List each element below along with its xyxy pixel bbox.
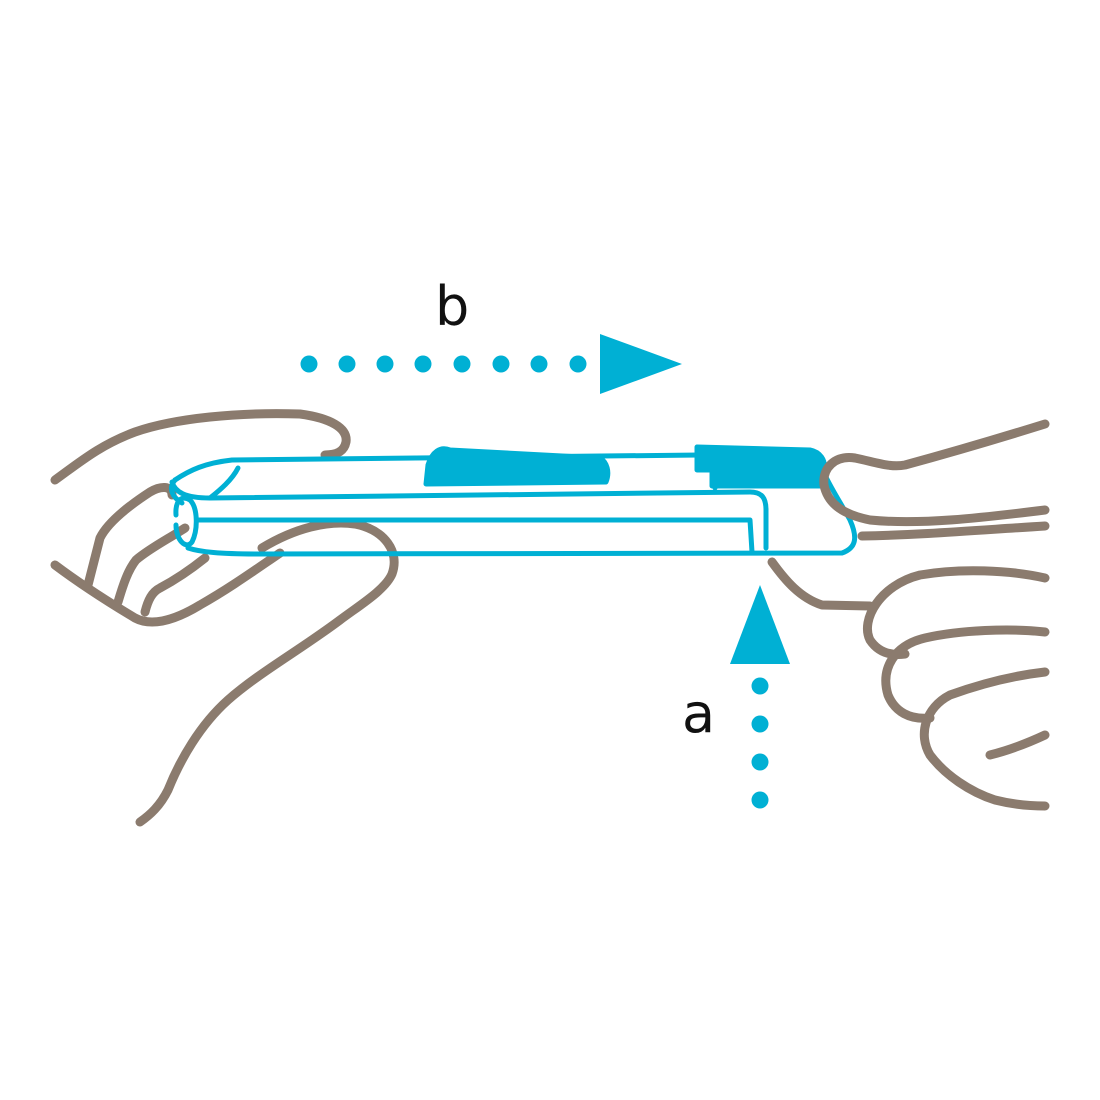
left-hand-index-finger	[50, 409, 351, 485]
right-hand-finger-tip	[985, 730, 1050, 760]
arrow-a-dot	[751, 677, 769, 695]
right-hand-index-finger	[767, 557, 875, 611]
arrow-a-dot	[751, 715, 769, 733]
arrow-b-dot	[530, 355, 548, 373]
pen-bottom-edge	[185, 472, 858, 557]
right-hand	[767, 419, 1050, 811]
arrow-b-dot	[414, 355, 432, 373]
left-hand-fingers	[50, 548, 285, 627]
arrow-b-dot	[492, 355, 510, 373]
right-hand-finger-3	[919, 667, 1050, 811]
left-hand-finger-2	[83, 483, 177, 590]
pen-upper-body	[169, 479, 769, 551]
pen-collar	[694, 444, 827, 489]
right-hand-finger-1	[862, 566, 1050, 659]
label-a: a	[682, 682, 715, 745]
arrow-b-dot	[338, 355, 356, 373]
pen-middle-line	[195, 517, 755, 555]
arrow-a	[730, 585, 790, 809]
right-hand-palm-edge	[857, 521, 1050, 541]
pen-top-edge	[172, 452, 703, 483]
pen-left-cap	[173, 495, 199, 548]
left-hand	[50, 409, 399, 827]
label-b: b	[435, 275, 469, 338]
arrow-b	[300, 334, 682, 394]
arrow-b-dot	[376, 355, 394, 373]
arrow-b-head	[600, 334, 682, 394]
arrow-b-dot	[300, 355, 318, 373]
arrow-a-dot	[751, 791, 769, 809]
pen-left-cap-seam	[207, 465, 241, 501]
right-hand-thumb	[819, 419, 1050, 527]
pen-left-tip	[169, 477, 185, 506]
left-hand-finger-4	[140, 553, 210, 617]
arrow-b-dot	[453, 355, 471, 373]
left-hand-thumb	[135, 518, 399, 827]
left-hand-finger-3	[113, 523, 190, 607]
arrow-b-dot	[569, 355, 587, 373]
pen-device	[169, 444, 858, 557]
right-hand-finger-2	[881, 625, 1050, 723]
arrow-a-head	[730, 585, 790, 664]
pen-slider-button	[423, 446, 611, 487]
arrow-a-dot	[751, 753, 769, 771]
